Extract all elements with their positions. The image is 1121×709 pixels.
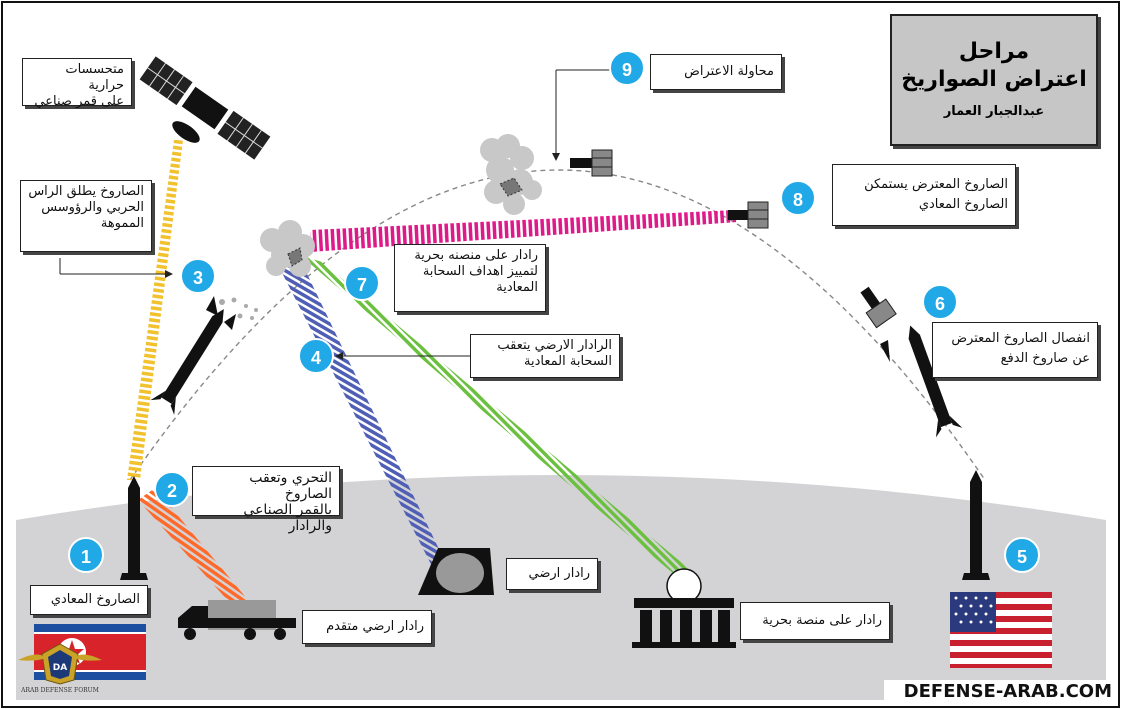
naval-radar-beam bbox=[300, 255, 688, 575]
intercept-cloud-icon bbox=[480, 134, 542, 215]
label-detect-track: التحري وتعقب الصاروخ بالقمر الصناعي والر… bbox=[192, 466, 340, 534]
author-name: عبدالجبار العمار bbox=[943, 104, 1045, 119]
interceptor-missile-icon bbox=[962, 470, 990, 580]
forum-logo-text: ARAB DEFENSE FORUM bbox=[21, 687, 99, 694]
warhead-decoys-icon bbox=[206, 296, 258, 330]
advanced-radar-beam bbox=[138, 488, 248, 612]
satellite-beam bbox=[127, 140, 183, 480]
enemy-missile-flight-icon bbox=[150, 309, 224, 415]
step-badge-9: 9 bbox=[609, 50, 645, 86]
label-interceptor-locks: الصاروخ المعترض يستمكن الصاروخ المعادي bbox=[832, 164, 1016, 226]
label-ground-radar: رادار ارضي bbox=[506, 558, 598, 590]
trajectory-arc bbox=[129, 169, 986, 481]
title-line-2: اعتراض الصواريخ bbox=[901, 67, 1087, 92]
label-naval-platform-radar: رادار على منصة بحرية bbox=[740, 602, 890, 640]
enemy-missile-icon bbox=[120, 476, 148, 580]
step-badge-8: 8 bbox=[780, 180, 816, 216]
naval-radar-dome-icon bbox=[632, 568, 736, 648]
step-badge-3: 3 bbox=[180, 258, 216, 294]
interceptor-beam bbox=[310, 210, 738, 252]
label-advanced-radar: رادار ارضي متقدم bbox=[302, 610, 432, 644]
forum-logo-emblem: DA bbox=[18, 643, 102, 685]
title-box: مراحل اعتراض الصواريخ عبدالجبار العمار bbox=[890, 14, 1098, 146]
label-satellite-sensors: متحسسات حرارية على قمر صناعي bbox=[22, 58, 132, 109]
booster-debris-icon bbox=[880, 340, 890, 362]
satellite-icon bbox=[139, 56, 271, 160]
debris-cloud-icon bbox=[260, 220, 315, 277]
label-enemy-missile: الصاروخ المعادي bbox=[30, 585, 148, 615]
label-ground-radar-tracks: الرادار الارضي يتعقب السحابة المعادية bbox=[470, 334, 620, 378]
label-naval-radar-discriminate: رادار على منصنه بحرية لتمييز اهداف السحا… bbox=[394, 244, 546, 312]
step-badge-1: 1 bbox=[68, 537, 104, 573]
forum-logo: DA ARAB DEFENSE FORUM bbox=[8, 640, 112, 706]
radar-truck-icon bbox=[178, 600, 296, 640]
watermark: DEFENSE-ARAB.COM bbox=[884, 680, 1116, 704]
forum-logo-mark: DA bbox=[53, 663, 67, 673]
step-badge-7: 7 bbox=[344, 265, 380, 301]
label-interceptor-separation: انفصال الصاروخ المعترض عن صاروخ الدفع bbox=[932, 322, 1098, 378]
kill-vehicle-8-icon bbox=[728, 201, 769, 229]
step-badge-5: 5 bbox=[1004, 537, 1040, 573]
step-badge-6: 6 bbox=[922, 284, 958, 320]
ground-radar-beam bbox=[278, 255, 448, 574]
label-intercept-attempt: محاولة الاعتراض bbox=[650, 54, 782, 90]
usa-flag-icon bbox=[950, 592, 1052, 668]
step-badge-2: 2 bbox=[154, 471, 190, 507]
label-warhead-decoys: الصاروخ يطلق الراس الحربي والرؤوسس الممو… bbox=[20, 180, 152, 252]
interceptor-missile-flight-icon bbox=[908, 325, 963, 438]
ground-radar-icon bbox=[418, 548, 494, 595]
title-line-1: مراحل bbox=[958, 39, 1030, 64]
kill-vehicle-6-icon bbox=[860, 286, 897, 329]
step-badge-4: 4 bbox=[298, 338, 334, 374]
kill-vehicle-icon bbox=[570, 149, 613, 177]
